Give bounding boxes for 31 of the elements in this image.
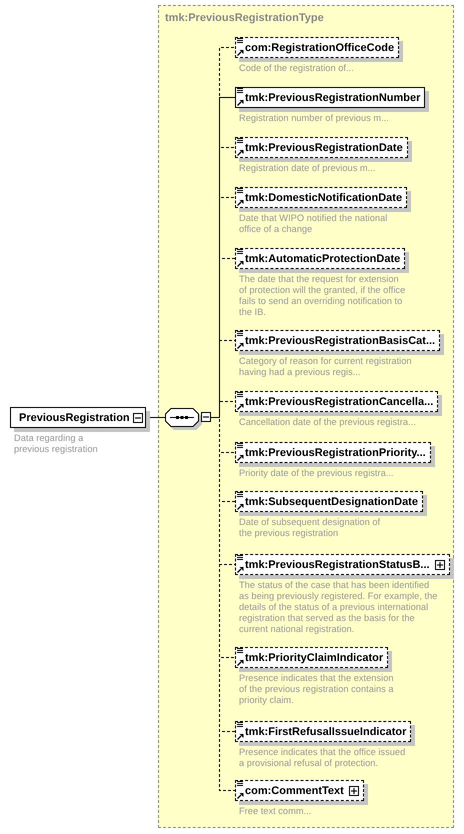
element-name: PreviousRegistration bbox=[19, 410, 130, 424]
element-description: Category of reason for current registration having had a previous regis... bbox=[239, 356, 413, 378]
element-description: The status of the case that has been identified as being previously registered. For example, the details of the status of a previous international registration that served as the basis for the current national registration. bbox=[239, 580, 438, 635]
element-description: The date that the request for extension of protection will the granted, if the office fails to send an overriding notification to the IB. bbox=[239, 274, 406, 318]
element-name: com:CommentText bbox=[245, 784, 344, 798]
element-name: tmk:PreviousRegistrationPriority... bbox=[245, 446, 426, 460]
element-description: Data regarding a previous registration bbox=[14, 433, 99, 455]
element-description: Priority date of the previous registra... bbox=[239, 468, 395, 479]
element-name: tmk:SubsequentDesignationDate bbox=[245, 494, 418, 508]
element-description: Presence indicates that the extension of the previous registration contains a priority claim. bbox=[239, 673, 395, 706]
element-name: tmk:PreviousRegistrationBasisCat... bbox=[245, 334, 436, 348]
element-name: tmk:PriorityClaimIndicator bbox=[245, 650, 384, 664]
element-description: Free text comm... bbox=[239, 806, 312, 817]
element-description: Code of the registration of... bbox=[239, 63, 355, 74]
type-title: tmk:PreviousRegistrationType bbox=[165, 11, 324, 25]
element-description: Date that WIPO notified the national office of a change bbox=[239, 213, 388, 235]
element-name: tmk:DomesticNotificationDate bbox=[245, 190, 402, 204]
element-name: tmk:PreviousRegistrationCancella... bbox=[245, 394, 434, 408]
element-description: Registration date of previous m... bbox=[239, 163, 376, 174]
sequence-compositor bbox=[165, 408, 211, 427]
element-name: tmk:PreviousRegistrationDate bbox=[245, 140, 403, 154]
element-name: com:RegistrationOfficeCode bbox=[245, 40, 394, 54]
element-name: tmk:PreviousRegistrationStatusB... bbox=[245, 558, 430, 572]
element-name: tmk:AutomaticProtectionDate bbox=[245, 252, 400, 266]
element-description: Date of subsequent designation of the previous registration bbox=[239, 517, 382, 539]
element-description: Registration number of previous m... bbox=[239, 113, 390, 124]
element-description: Presence indicates that the office issued a provisional refusal of protection. bbox=[239, 747, 406, 769]
element-name: tmk:FirstRefusalIssueIndicator bbox=[245, 724, 406, 738]
element-description: Cancellation date of the previous registra... bbox=[239, 417, 417, 428]
type-container bbox=[158, 5, 454, 828]
element-name: tmk:PreviousRegistrationNumber bbox=[245, 90, 420, 104]
